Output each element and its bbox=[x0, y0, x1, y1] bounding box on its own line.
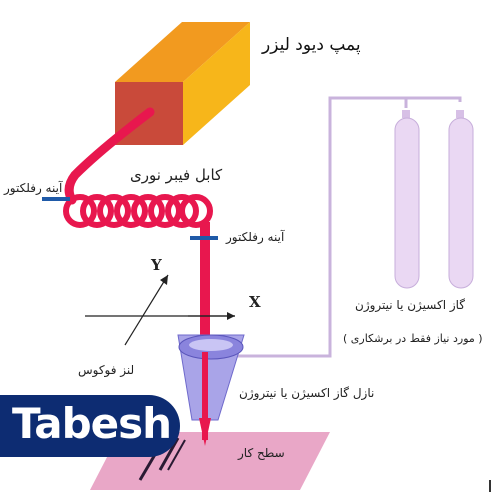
laser-diode-pump bbox=[115, 22, 250, 145]
cylinder-valve bbox=[402, 110, 410, 118]
gas-cylinder-right bbox=[448, 110, 474, 289]
pump-label: پمپ دیود لیزر bbox=[262, 35, 361, 55]
reflector-mirror-bottom bbox=[190, 236, 218, 240]
work-surface-label: سطح کار bbox=[238, 446, 285, 460]
fiber-cable-upper bbox=[64, 107, 155, 205]
coil-loop bbox=[179, 194, 213, 228]
axis-y-arrowhead bbox=[160, 275, 168, 285]
pump-side-face bbox=[183, 22, 250, 145]
nozzle-label: نازل گاز اکسیژن یا نیتروژن bbox=[239, 386, 375, 400]
fiber-cable-label: کابل فیبر نوری bbox=[130, 166, 223, 184]
coil-loop bbox=[97, 194, 131, 228]
axis-y-line bbox=[124, 274, 169, 346]
axis-y-label: Y bbox=[151, 256, 162, 274]
corner-mark bbox=[489, 480, 491, 492]
gas-cylinder-left bbox=[394, 110, 420, 289]
focus-lens-highlight bbox=[189, 339, 233, 351]
cut-groove bbox=[167, 439, 186, 471]
gas-label: گاز اکسیژن یا نیتروژن bbox=[355, 298, 466, 312]
tabesh-logo: Tabesh bbox=[0, 395, 180, 457]
gas-note-label: ( مورد نیاز فقط در برشکاری ) bbox=[343, 332, 483, 345]
lens-label: لنز فوکوس bbox=[78, 363, 135, 377]
logo-text: Tabesh bbox=[12, 399, 172, 448]
cylinder-body bbox=[394, 117, 420, 289]
cut-groove bbox=[158, 437, 180, 471]
mirror-top-label: آینه رفلکتور bbox=[4, 181, 63, 195]
beam-tip bbox=[199, 418, 211, 446]
reflector-mirror-top bbox=[42, 197, 70, 201]
axis-x-arrowhead bbox=[227, 312, 235, 320]
pump-top-face bbox=[115, 22, 250, 82]
fiber-coil bbox=[63, 194, 213, 228]
coil-loop bbox=[80, 194, 114, 228]
coil-loop bbox=[165, 194, 199, 228]
cylinder-valve bbox=[456, 110, 464, 118]
coil-loop bbox=[131, 194, 165, 228]
mirror-bottom-label: آینه رفلکتور bbox=[226, 230, 285, 244]
coil-loop bbox=[114, 194, 148, 228]
cylinder-body bbox=[448, 117, 474, 289]
coil-loop bbox=[63, 194, 97, 228]
gas-nozzle bbox=[177, 334, 245, 421]
gas-line bbox=[230, 96, 462, 358]
axis-x-label: X bbox=[249, 293, 261, 311]
